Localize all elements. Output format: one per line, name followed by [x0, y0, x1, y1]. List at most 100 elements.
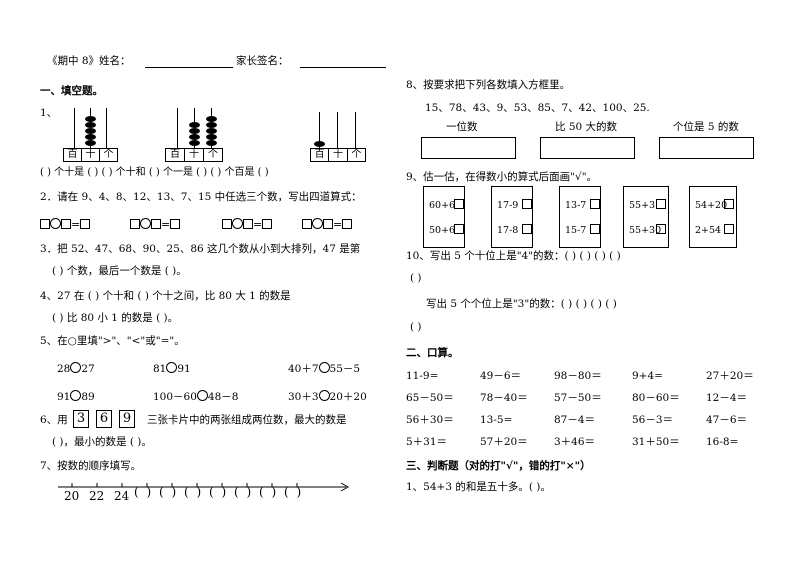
header-parent-label: 家长签名：: [236, 55, 289, 67]
q4-line-1: 4、27 在 ( ) 个十和 ( ) 个十之间，比 80 大 1 的数是: [40, 290, 291, 302]
q9-card-1-top-box[interactable]: [454, 199, 464, 209]
q2-equation-4: =: [302, 218, 353, 230]
q8-answer-box-3[interactable]: [659, 137, 754, 159]
number-line: 20 22 24 ( ) ( ) ( ) ( ) ( ) ( ) ( ): [56, 478, 356, 504]
calc-r3-c4: 56－3＝: [632, 414, 674, 426]
section-1-title: 一、填空题。: [40, 85, 103, 97]
calc-r4-c5: 16-8=: [706, 436, 739, 448]
calc-r2-c3: 57－50＝: [554, 392, 602, 404]
calc-r3-c5: 47－6＝: [706, 414, 748, 426]
calc-r4-c2: 57＋20＝: [480, 436, 528, 448]
calc-r3-c2: 13-5=: [480, 414, 513, 426]
q4-line-2: ( ) 比 80 小 1 的数是 ( )。: [52, 312, 179, 324]
calc-r1-c5: 27＋20＝: [706, 370, 754, 382]
q10-line-1: 10、写出 5 个十位上是"4"的数：( ) ( ) ( ) ( ): [406, 250, 621, 262]
abacus-1-hundreds-label: 百: [64, 149, 82, 161]
q1-text: ( ) 个十是 ( ) ( ) 个十和 ( ) 个一是 ( ) ( ) 个百是 …: [40, 167, 269, 178]
number-line-blanks[interactable]: ( ) ( ) ( ) ( ) ( ) ( ) ( ): [134, 485, 304, 499]
q9-card-5: 54+20 2+54: [689, 186, 737, 248]
calc-r3-c1: 56＋30＝: [406, 414, 454, 426]
q9-card-1: 60+6 50+6: [423, 186, 465, 248]
abacus-1: 百 十 个: [63, 108, 118, 162]
q9-card-2-top: 17-9: [497, 200, 519, 211]
q9-card-5-top: 54+20: [695, 200, 728, 211]
calc-r2-c4: 80－60＝: [632, 392, 680, 404]
q6-card-1: 3: [73, 410, 89, 428]
q9-card-1-bottom: 50+6: [429, 225, 456, 236]
abacus-2-tens-label: 十: [185, 149, 204, 161]
calc-r4-c4: 31＋50＝: [632, 436, 680, 448]
q9-card-3: 13-7 15-7: [559, 186, 601, 248]
section-2-title: 二、口算。: [406, 347, 459, 359]
abacus-1-ones-label: 个: [103, 149, 114, 160]
q1-label: 1、: [40, 107, 58, 119]
q8-answer-box-2[interactable]: [540, 137, 635, 159]
calc-r3-c3: 87－4＝: [554, 414, 596, 426]
q9-card-3-top: 13-7: [565, 200, 587, 211]
calc-r4-c1: 5＋31＝: [406, 436, 448, 448]
abacus-1-tens-label: 十: [82, 149, 100, 161]
q9-card-4-bottom-box[interactable]: [656, 224, 666, 234]
q2-equation-3: =: [222, 218, 273, 230]
parent-signature-blank[interactable]: [300, 67, 386, 68]
abacus-3: 百 十 个: [310, 112, 366, 164]
q8-box-1-label: 一位数: [446, 121, 478, 133]
q9-card-2-bottom: 17-8: [497, 225, 519, 236]
q9-title: 9、估一估，在得数小的算式后面画"√"。: [406, 171, 598, 183]
q8-numbers: 15、78、43、9、53、85、7、42、100、25.: [425, 102, 650, 114]
q2-text: 2．请在 9、4、8、12、13、7、15 中任选三个数，写出四道算式：: [40, 191, 362, 203]
header-name-label: 《期中 8》姓名：: [47, 55, 131, 67]
q9-card-4: 55+3 55+30: [623, 186, 669, 248]
calc-r4-c3: 3＋46＝: [554, 436, 596, 448]
q9-card-3-bottom: 15-7: [565, 225, 587, 236]
q8-box-2-label: 比 50 大的数: [555, 121, 618, 133]
section-3-title: 三、判断题（对的打"√"，错的打"×"）: [406, 460, 591, 472]
q9-card-2-top-box[interactable]: [522, 199, 532, 209]
judge-q1: 1、54+3 的和是五十多。( )。: [406, 481, 551, 493]
q9-card-1-top: 60+6: [429, 200, 456, 211]
q9-card-2: 17-9 17-8: [491, 186, 533, 248]
calc-r1-c4: 9+4=: [632, 370, 663, 382]
q6-line-1: 三张卡片中的两张组成两位数，最大的数是: [147, 414, 347, 426]
q6-card-3: 9: [119, 410, 135, 428]
q9-card-5-bottom-box[interactable]: [724, 224, 734, 234]
q9-card-5-bottom: 2+54: [695, 225, 722, 236]
q9-card-4-bottom: 55+30: [629, 225, 662, 236]
q9-card-4-top-box[interactable]: [656, 199, 666, 209]
calc-r1-c3: 98－80＝: [554, 370, 602, 382]
abacus-2: 百 十 个: [165, 108, 223, 162]
q9-card-2-bottom-box[interactable]: [522, 224, 532, 234]
calc-r2-c2: 78－40＝: [480, 392, 528, 404]
q9-card-4-top: 55+3: [629, 200, 656, 211]
q2-equation-1: =: [40, 218, 91, 230]
q8-box-3-label: 个位是 5 的数: [673, 121, 739, 133]
calc-r2-c1: 65－50＝: [406, 392, 454, 404]
q10-line-4: ( ): [410, 321, 422, 333]
q10-line-2: ( ): [410, 272, 422, 284]
name-blank[interactable]: [145, 67, 233, 68]
q6-line-2: ( )，最小的数是 ( )。: [52, 436, 152, 448]
q9-card-5-top-box[interactable]: [724, 199, 734, 209]
number-line-label-3: 24: [114, 489, 130, 503]
q9-card-1-bottom-box[interactable]: [454, 224, 464, 234]
number-line-label-2: 22: [89, 489, 105, 503]
calc-r1-c1: 11-9=: [406, 370, 439, 382]
abacus-3-tens-label: 十: [329, 149, 348, 161]
abacus-2-hundreds-label: 百: [166, 149, 185, 161]
q10-line-3: 写出 5 个个位上是"3"的数：( ) ( ) ( ) ( ): [426, 298, 617, 310]
q9-card-3-top-box[interactable]: [590, 199, 600, 209]
abacus-3-hundreds-label: 百: [311, 149, 330, 161]
q5-text: 5、在○里填">"、"<"或"="。: [40, 335, 185, 347]
q2-equation-2: =: [130, 218, 181, 230]
q8-answer-box-1[interactable]: [421, 137, 516, 159]
number-line-label-1: 20: [64, 489, 80, 503]
q3-line-2: ( ) 个数，最后一个数是 ( )。: [52, 265, 187, 277]
abacus-3-ones-label: 个: [351, 149, 362, 160]
q9-card-3-bottom-box[interactable]: [590, 224, 600, 234]
